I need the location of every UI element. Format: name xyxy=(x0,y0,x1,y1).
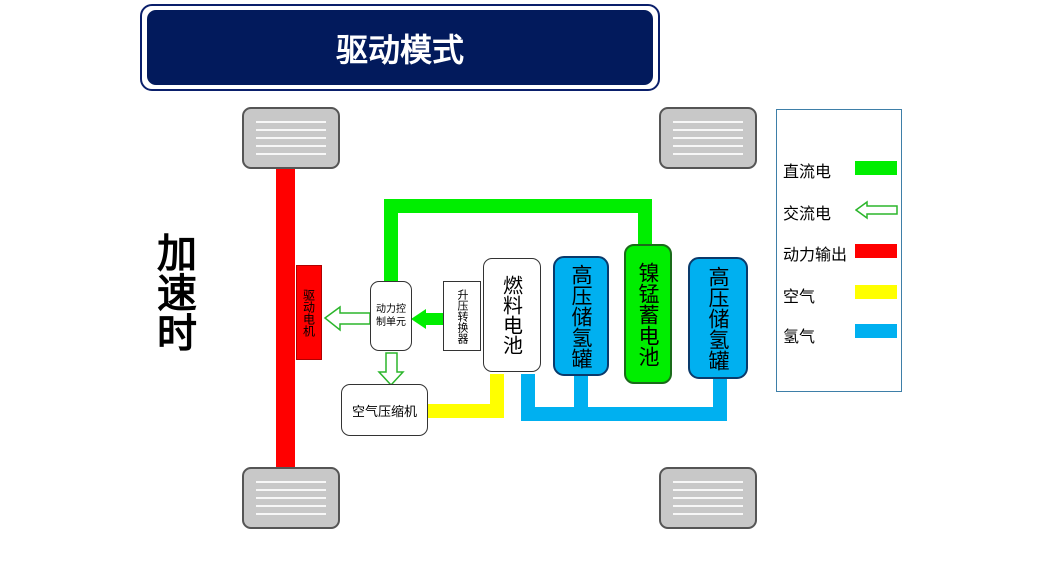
power-output-shaft xyxy=(276,167,295,469)
legend-label-dc: 直流电 xyxy=(783,162,832,181)
wheel-rear-right xyxy=(659,467,757,529)
legend: 直流电 交流电 动力输出 空气 氢气 xyxy=(776,109,902,392)
legend-label-ac: 交流电 xyxy=(783,204,832,223)
legend-label-air: 空气 xyxy=(783,287,816,306)
legend-swatch-power-output xyxy=(855,244,897,258)
legend-swatch-hydrogen xyxy=(855,324,897,338)
dc-power-arrowhead xyxy=(411,309,426,329)
legend-swatch-ac xyxy=(855,200,898,220)
wheel-front-right xyxy=(659,107,757,169)
hydrogen-tank-left: 高压储氢罐 xyxy=(553,256,609,376)
page-title: 驱动模式 xyxy=(147,10,653,85)
ac-power-arrow-compressor xyxy=(377,352,405,387)
hydrogen-line xyxy=(521,374,727,421)
drive-motor: 驱动电机 xyxy=(296,265,322,360)
title-banner: 驱动模式 xyxy=(140,4,660,91)
dc-power-link xyxy=(424,313,444,325)
hydrogen-tank-right: 高压储氢罐 xyxy=(688,257,748,379)
nimh-battery: 镍锰蓄电池 xyxy=(624,244,672,384)
mode-label: 加速时 xyxy=(150,232,196,352)
wheel-front-left xyxy=(242,107,340,169)
legend-label-hydrogen: 氢气 xyxy=(783,327,816,346)
power-control-unit: 动力控制单元 xyxy=(370,281,412,351)
fuel-cell: 燃料电池 xyxy=(483,258,541,372)
air-compressor: 空气压缩机 xyxy=(341,384,428,436)
legend-label-power-output: 动力输出 xyxy=(783,245,848,264)
wheel-rear-left xyxy=(242,467,340,529)
dc-power-line xyxy=(384,199,652,282)
legend-swatch-dc xyxy=(855,161,897,175)
boost-converter: 升压转换器 xyxy=(443,281,481,351)
air-line xyxy=(428,374,504,418)
ac-power-arrow-motor xyxy=(323,305,371,332)
legend-swatch-air xyxy=(855,285,897,299)
